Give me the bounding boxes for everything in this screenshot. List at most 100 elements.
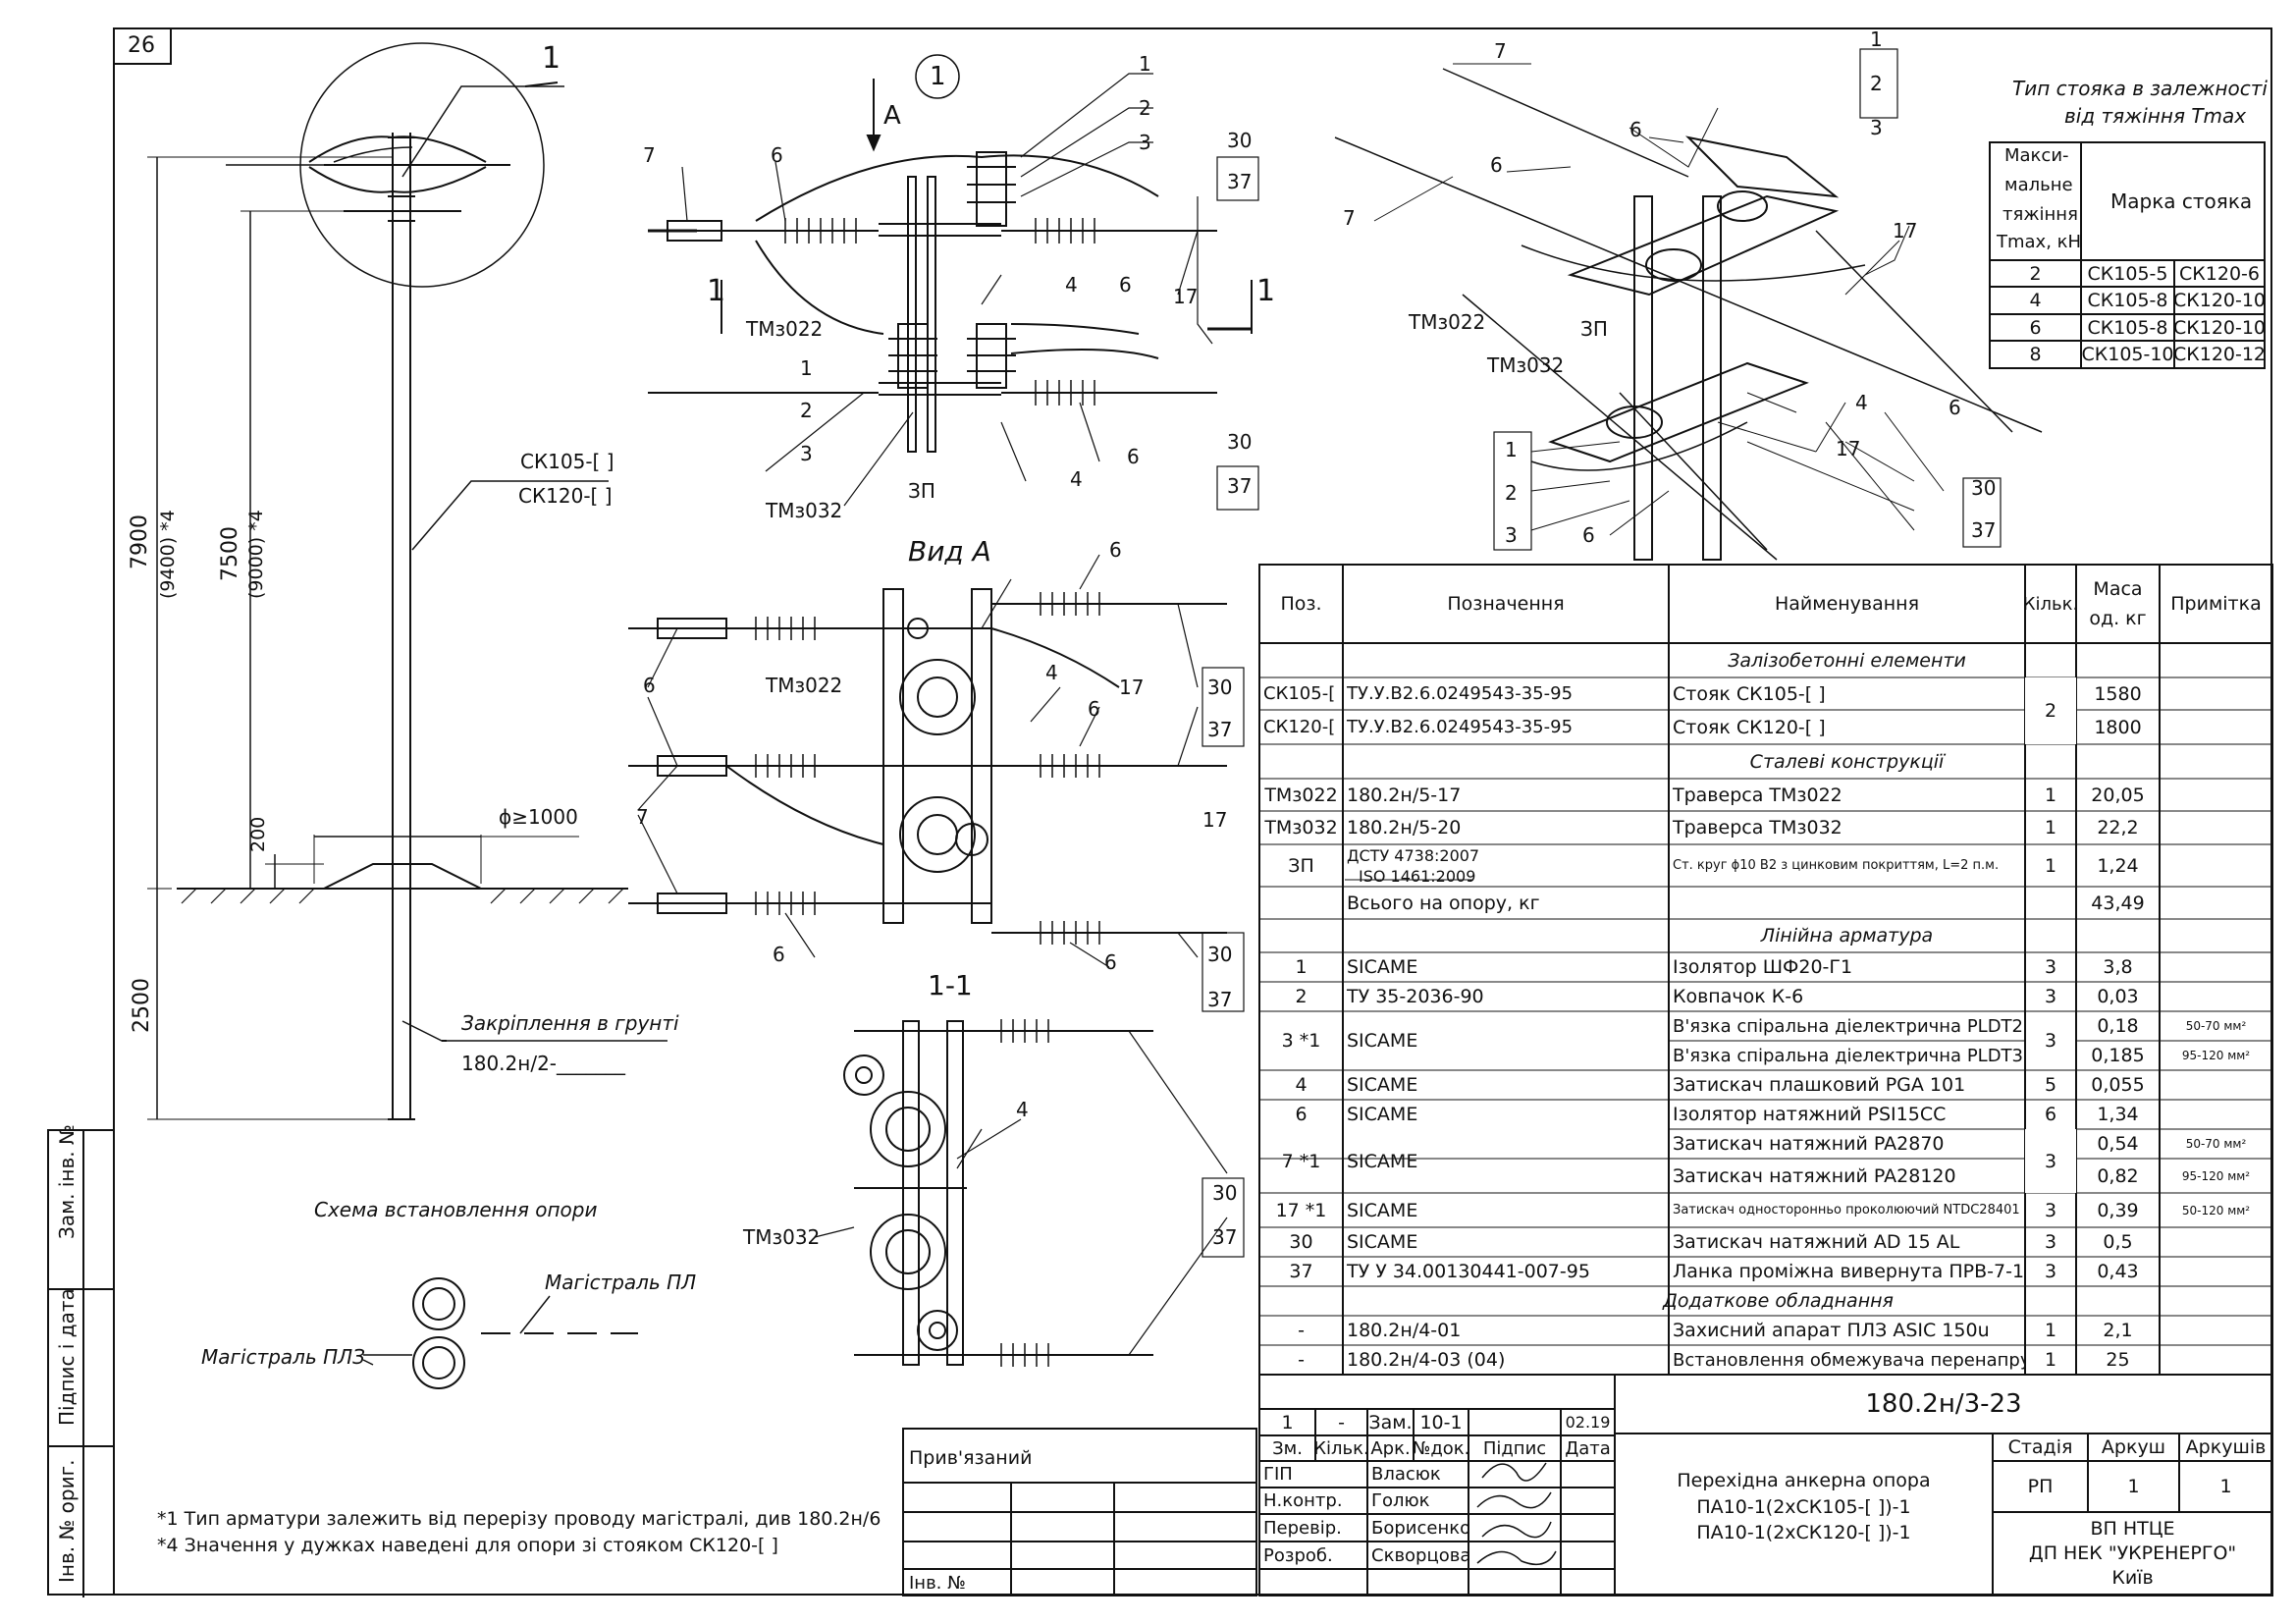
spec-r8-name: Ковпачок К-6 [1673,986,1804,1007]
spec-r2-pos: СК120-[ ] [1263,717,1343,737]
va-label-17a: 17 [1119,676,1145,699]
iso-label-37: 37 [1971,518,1997,542]
va-label-6e: 6 [1104,950,1117,974]
tb-stage: РП [2027,1476,2054,1497]
spec-section-3: Лінійна арматура [1760,925,1934,947]
d1-label-tmz022: ТМз022 [746,317,824,341]
spec-r12-name2: Затискач натяжний PA28120 [1673,1164,1956,1187]
spec-r6-mass: 43,49 [2091,892,2145,914]
scheme-main-pl: Магістраль ПЛ [545,1271,697,1294]
dim-7900: 7900 [128,514,152,569]
spec-r8-qty: 3 [2044,986,2057,1007]
va-label-37a: 37 [1207,718,1233,741]
d1-label-17: 17 [1173,285,1199,308]
diameter-label: ϕ≥1000 [499,805,578,829]
spec-r9-mass2: 0,185 [2091,1045,2145,1066]
va-label-17b: 17 [1202,808,1228,832]
spec-r4-des: 180.2н/5-20 [1347,817,1462,839]
tb-person-2: Голюк [1371,1490,1430,1511]
tb-h-pidpys: Підпис [1482,1437,1547,1459]
iso-label-2b: 2 [1505,481,1518,505]
spec-r11-name: Ізолятор натяжний PSI15CC [1673,1104,1947,1125]
spec-r14-mass: 0,5 [2103,1231,2133,1253]
type-table-cell: СК120-12 [2174,344,2265,365]
spec-r13-mass: 0,39 [2097,1199,2139,1221]
d1-label-4a: 4 [1065,273,1078,297]
spec-r11-des: SICAME [1347,1104,1418,1125]
spec-r6-des: Всього на опору, кг [1347,892,1540,914]
spec-r12-note1: 50-70 мм² [2185,1137,2247,1151]
spec-r17-mass: 25 [2106,1349,2130,1371]
spec-r17-qty: 1 [2044,1349,2057,1371]
spec-r2-des: ТУ.У.В2.6.0249543-35-95 [1347,717,1574,737]
spec-r9-name2: В'язка спіральна діелектрична PLDT3 R [1673,1045,2025,1066]
iso-label-tmz022: ТМз022 [1409,310,1486,334]
spec-r7-name: Ізолятор ШФ20-Г1 [1673,956,1853,978]
spec-r12-mass2: 0,82 [2097,1164,2139,1187]
tb-name-1: Перехідна анкерна опора [1677,1470,1931,1491]
spec-r9-note2: 95-120 мм² [2181,1049,2251,1062]
spec-r4-mass: 22,2 [2097,817,2139,839]
spec-r11-qty: 6 [2044,1104,2057,1125]
tt-head-1b: мальне [2004,175,2073,195]
pole-callout: 1 [542,41,561,76]
spec-r12-name1: Затискач натяжний PA2870 [1673,1133,1945,1155]
spec-h-mass-2: од. кг [2089,608,2147,629]
spec-r7-qty: 3 [2044,956,2057,978]
tb-role-3: Перевір. [1263,1517,1342,1539]
spec-r12-pos: 7 *1 [1281,1150,1321,1172]
scheme-title: Схема встановлення опори [314,1198,598,1221]
arrow-a: А [883,101,901,131]
va-label-37b: 37 [1207,988,1233,1011]
spec-r16-name: Захисний апарат ПЛЗ ASIC 150u [1673,1320,1990,1341]
spec-r10-qty: 5 [2044,1074,2057,1096]
spec-r14-name: Затискач натяжний AD 15 AL [1673,1231,1960,1253]
type-table-cell: СК105-5 [2087,262,2168,285]
d1-label-7: 7 [643,143,656,167]
sec-label-37: 37 [1212,1225,1238,1249]
tb-name-2: ПА10-1(2хСК105-[ ])-1 [1696,1496,1911,1518]
iso-label-zp: ЗП [1580,317,1608,341]
spec-h-name: Найменування [1774,593,1920,615]
spec-r2-name: Стояк СК120-[ ] [1673,716,1826,738]
tb-rev-c: Зам. [1368,1411,1413,1434]
detail-callout: 1 [930,62,946,91]
dim-200: 200 [247,816,269,852]
d1-label-6c: 6 [1127,445,1140,468]
spec-r13-note: 50-120 мм² [2181,1203,2251,1217]
va-label-6c: 6 [1088,697,1100,721]
d1-label-3: 3 [1139,131,1151,154]
spec-r9-name1: В'язка спіральна діелектрична PLDT2 R [1673,1015,2025,1037]
spec-r10-name: Затискач плашковий PGA 101 [1673,1074,1966,1096]
spec-r5-name: Ст. круг ϕ10 В2 з цинковим покриттям, L=… [1673,858,2000,873]
spec-r8-des: ТУ 35-2036-90 [1347,986,1484,1007]
tb-h-data: Дата [1565,1437,1611,1459]
spec-r14-des: SICAME [1347,1231,1418,1253]
d1-label-2b: 2 [800,399,813,422]
spec-table-grid [1258,564,2273,1376]
dim-9400: (9400) *4 [157,510,179,599]
type-table-cell: 8 [2029,344,2042,365]
tb-role-1: ГІП [1263,1464,1293,1485]
tb-name-3: ПА10-1(2хСК120-[ ])-1 [1696,1522,1911,1543]
va-label-30b: 30 [1207,943,1233,966]
tb-sheet-h: Аркуш [2101,1436,2166,1458]
spec-r12-mass1: 0,54 [2097,1133,2139,1155]
d1-label-tmz032: ТМз032 [766,499,843,522]
tb-sheet: 1 [2127,1476,2140,1497]
type-table-title-1: Тип стояка в залежності [2012,77,2268,100]
type-table-cell: СК105-8 [2087,290,2168,311]
sec-label-4: 4 [1016,1098,1029,1121]
tb-sheets-h: Аркушів [2185,1436,2267,1458]
d1-label-6: 6 [771,143,783,167]
spec-section-4: Додаткове обладнання [1663,1290,1894,1312]
spec-h-note: Примітка [2170,593,2262,615]
d1-label-4b: 4 [1070,467,1083,491]
type-table-cell: СК105-8 [2087,316,2168,339]
va-label-4: 4 [1045,661,1058,684]
spec-r3-pos: ТМз022 [1264,784,1338,806]
spec-r9-des: SICAME [1347,1030,1418,1052]
tb-person-4: Скворцова [1371,1544,1468,1566]
spec-r17-pos: - [1298,1349,1305,1371]
spec-r7-mass: 3,8 [2103,956,2133,978]
